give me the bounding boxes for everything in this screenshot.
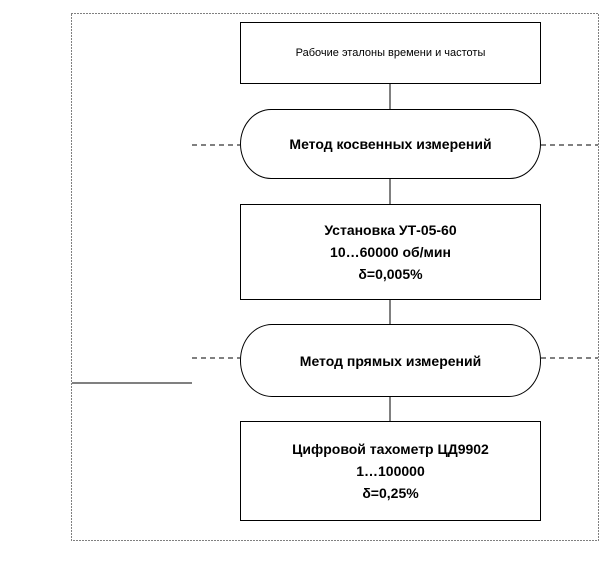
- tachometer-box: Цифровой тахометр ЦД9902 1…100000 δ=0,25…: [240, 421, 541, 521]
- setup-name: Установка УТ-05-60: [324, 222, 457, 238]
- direct-method-oval: Метод прямых измерений: [240, 324, 541, 397]
- working-standards-box: Рабочие эталоны времени и частоты: [240, 22, 541, 84]
- setup-box: Установка УТ-05-60 10…60000 об/мин δ=0,0…: [240, 204, 541, 300]
- tachometer-name: Цифровой тахометр ЦД9902: [292, 441, 489, 457]
- direct-method-label: Метод прямых измерений: [299, 352, 482, 369]
- setup-range: 10…60000 об/мин: [330, 244, 451, 260]
- indirect-method-label: Метод косвенных измерений: [289, 136, 492, 152]
- tachometer-range: 1…100000: [356, 463, 425, 479]
- working-standards-label: Рабочие эталоны времени и частоты: [295, 47, 486, 59]
- outer-frame: [71, 13, 599, 541]
- tachometer-accuracy: δ=0,25%: [362, 485, 419, 501]
- indirect-method-oval: Метод косвенных измерений: [240, 109, 541, 179]
- setup-accuracy: δ=0,005%: [358, 266, 423, 282]
